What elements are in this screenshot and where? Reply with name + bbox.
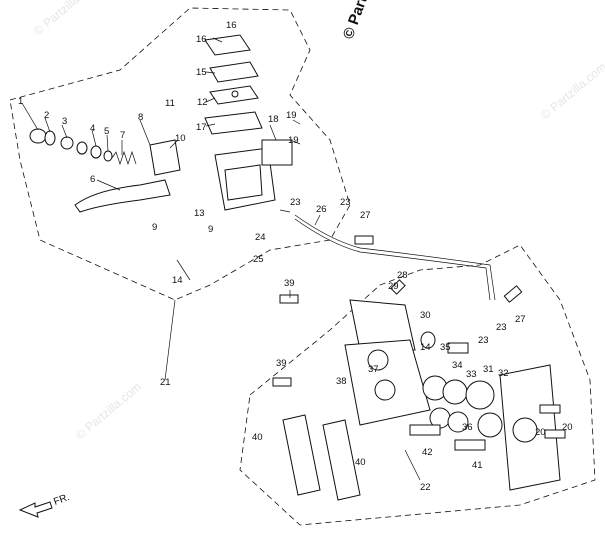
lever-holder-10 [149,139,181,176]
callout-numbers: 1 2 3 4 5 6 7 8 9 9 10 11 12 13 14 14 15… [18,20,573,493]
callout-34: 34 [452,360,463,371]
callout-17: 17 [196,122,207,133]
callout-27a: 27 [360,210,371,221]
callout-23d: 23 [496,322,507,333]
callout-37: 37 [368,364,379,375]
master-cylinder-body-13 [214,139,293,211]
caliper-group-outline [239,244,596,526]
front-direction-label: FR. [52,492,71,508]
callout-13: 13 [194,208,205,219]
callout-36: 36 [462,422,473,433]
callout-11: 11 [165,98,175,109]
reservoir-cap-16 [204,34,251,56]
callout-15: 15 [196,67,207,78]
leader-lines [21,37,421,481]
piston-seals-33-34 [422,375,469,433]
callout-23a: 23 [290,197,301,208]
banjo-bolt-27-top [354,235,374,245]
callout-16a: 16 [196,34,207,45]
callout-23c: 23 [478,335,489,346]
piston-kit-1-5 [29,128,113,162]
spring-7 [111,150,137,166]
callout-38: 38 [336,376,347,387]
brake-lever-6 [74,179,171,213]
callout-35: 35 [440,342,451,353]
callout-27b: 27 [515,314,526,325]
callout-41: 41 [472,460,483,471]
callout-9b: 9 [208,224,213,235]
bleeder-28-29 [390,279,406,295]
callout-19a: 19 [286,110,297,121]
slide-pins-41-42 [409,424,486,451]
pad-pin-39-mid [272,377,292,387]
callout-23b: 23 [340,197,351,208]
callout-2: 2 [44,110,49,121]
watermark-right: © Partzilla.com [538,60,605,123]
callout-28: 28 [397,270,408,281]
callout-6: 6 [90,174,95,185]
dust-boot-35 [447,342,469,354]
caliper-body-22 [344,339,431,426]
callout-40b: 40 [355,457,366,468]
callout-5: 5 [104,126,109,137]
callout-26: 26 [316,204,327,215]
diaphragm-17 [204,111,263,135]
callout-29: 29 [388,281,399,292]
callout-9: 9 [152,222,157,233]
callout-25: 25 [253,254,264,265]
callout-42: 42 [422,447,433,458]
watermark-top-left: © Partzilla.com [31,0,102,38]
callout-39a: 39 [284,278,295,289]
bushing-30 [420,331,436,349]
banjo-bolt-27-right [503,285,523,303]
watermark-top-right: © Partzilla [340,0,381,41]
pad-pin-39-top [279,294,299,304]
callout-19b: 19 [288,135,299,146]
pistons-31 [465,380,503,438]
callout-14a: 14 [172,275,183,286]
callout-39b: 39 [276,358,287,369]
callout-1: 1 [18,96,23,107]
callout-7: 7 [120,130,125,141]
reservoir-cover-15 [209,61,259,83]
diaphragm-plate-12 [209,85,259,105]
front-direction-arrow: FR. [18,492,71,518]
callout-32: 32 [498,368,509,379]
callout-20b: 20 [562,422,573,433]
callout-10: 10 [175,133,186,144]
callout-3: 3 [62,116,67,127]
pad-springs-20 [539,404,566,439]
callout-12: 12 [197,97,208,108]
callout-4: 4 [90,123,95,134]
callout-33: 33 [466,369,477,380]
callout-8: 8 [138,112,143,123]
callout-14b: 14 [420,342,431,353]
callout-21: 21 [160,377,171,388]
callout-22: 22 [420,482,431,493]
callout-16b: 16 [226,20,237,31]
callout-20a: 20 [535,427,546,438]
callout-24: 24 [255,232,266,243]
callout-18: 18 [268,114,279,125]
caliper-bracket-upper-13b [349,299,416,351]
callout-31: 31 [483,364,494,375]
brake-pads-40 [282,414,361,501]
brake-hose-26 [294,214,496,301]
caliper-support-32 [499,364,561,491]
watermark-middle: © Partzilla.com [73,380,144,443]
callout-30: 30 [420,310,431,321]
master-cylinder-group-outline [9,7,351,301]
callout-40a: 40 [252,432,263,443]
